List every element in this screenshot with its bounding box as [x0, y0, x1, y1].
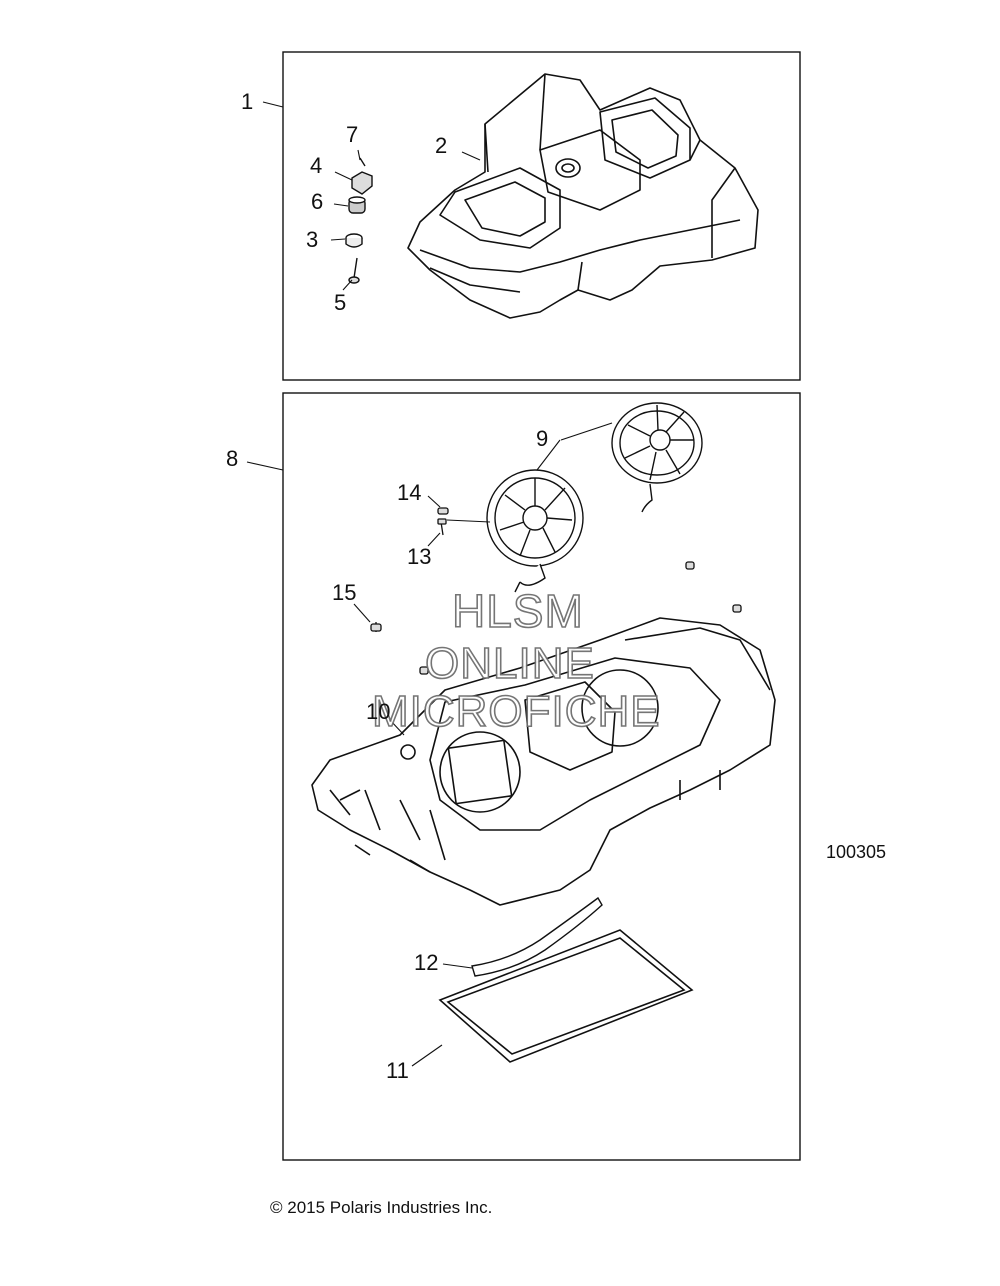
callout-5: 5 [334, 290, 346, 315]
callout-13: 13 [407, 544, 431, 569]
callout-9: 9 [536, 426, 548, 451]
callout-6: 6 [311, 189, 323, 214]
leader-lines [246, 101, 613, 1067]
callout-14: 14 [397, 480, 421, 505]
watermark-line-1: HLSM [452, 585, 584, 637]
group-box-8 [282, 392, 801, 1161]
callout-4: 4 [310, 153, 322, 178]
front-cover-part [407, 73, 759, 319]
strap-part [471, 896, 603, 977]
rear-cover-part [311, 617, 776, 906]
fan-assembly-left [486, 469, 584, 593]
group-box-1 [282, 51, 801, 381]
callout-3: 3 [306, 227, 318, 252]
callout-8: 8 [226, 446, 238, 471]
hardware-parts-upper [345, 157, 373, 284]
watermark-line-3: MICROFICHE [372, 687, 661, 736]
copyright-text: © 2015 Polaris Industries Inc. [270, 1198, 493, 1217]
callout-10: 10 [366, 699, 390, 724]
drawing-id: 100305 [826, 842, 887, 862]
fan-assembly-right [611, 402, 703, 513]
hardware-parts-lower [370, 507, 742, 675]
callout-12: 12 [414, 950, 438, 975]
watermark: HLSM ONLINE MICROFICHE [371, 584, 661, 737]
callout-2: 2 [435, 133, 447, 158]
seal-part [438, 929, 694, 1063]
callout-15: 15 [332, 580, 356, 605]
callout-7: 7 [346, 122, 358, 147]
callout-11: 11 [386, 1058, 409, 1083]
callout-labels: 1 2 3 4 5 6 7 8 9 10 11 12 13 14 15 [226, 89, 548, 1083]
callout-1: 1 [241, 89, 253, 114]
watermark-line-2: ONLINE [425, 639, 595, 688]
